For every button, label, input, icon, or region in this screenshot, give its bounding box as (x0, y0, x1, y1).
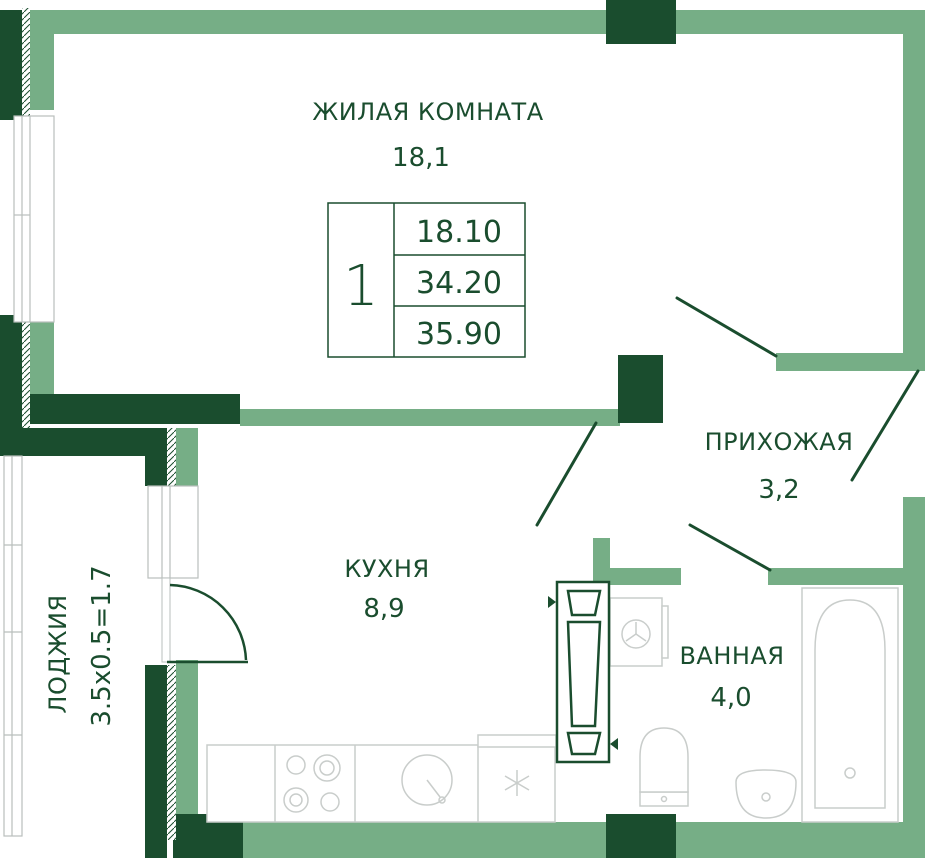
walls-dark (0, 0, 676, 858)
total-with-loggia-value: 35.90 (416, 317, 502, 352)
loggia-area: 3.5х0.5=1.7 (87, 565, 117, 726)
window-kitchen-door (147, 485, 199, 579)
window-loggia (3, 455, 23, 837)
ventilation-shaft (555, 580, 611, 764)
kitchen-name: КУХНЯ (344, 555, 429, 583)
hallway-name: ПРИХОЖАЯ (705, 428, 854, 456)
hallway-area: 3,2 (758, 475, 799, 505)
balcony-door (161, 577, 248, 664)
living-area-value: 18.10 (416, 215, 502, 250)
washbasin-icon (735, 769, 797, 819)
summary-table (327, 202, 526, 358)
bathroom-name: ВАННАЯ (679, 642, 784, 670)
hatched-insulation (22, 8, 176, 840)
vent-arrows (548, 596, 618, 750)
bathroom-area: 4,0 (710, 683, 751, 713)
total-area-value: 34.20 (416, 266, 502, 301)
sink-icon (401, 754, 453, 806)
fridge-snowflake-icon (504, 770, 530, 796)
bathtub-icon (801, 587, 899, 823)
stove-icon (283, 754, 341, 813)
rooms-count: 1 (343, 254, 379, 319)
loggia-name: ЛОДЖИЯ (44, 594, 72, 713)
washing-machine-icon (609, 597, 669, 667)
kitchen-area: 8,9 (363, 594, 404, 624)
toilet-icon (639, 727, 689, 807)
door-lines (535, 296, 920, 572)
window-living (13, 115, 55, 323)
living-room-name: ЖИЛАЯ КОМНАТА (312, 98, 543, 126)
kitchen-counter (206, 734, 557, 823)
living-room-area: 18,1 (392, 143, 450, 173)
walls-light (30, 10, 925, 858)
